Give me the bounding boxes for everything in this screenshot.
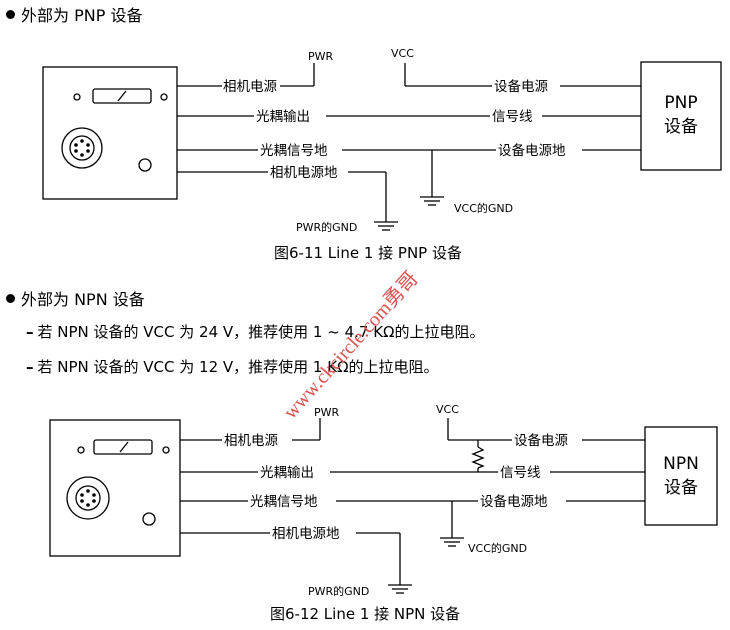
label-device-power-pnp: 设备电源: [494, 78, 548, 95]
bullet-pnp-text: 外部为 PNP 设备: [21, 6, 143, 25]
label-vcc-npn: VCC: [436, 403, 459, 416]
label-device-power-gnd-npn: 设备电源地: [480, 493, 548, 510]
camera-body-pnp: [42, 66, 178, 200]
label-pwr-gnd-npn: PWR的GND: [308, 584, 369, 598]
bullet-dot-icon: [6, 294, 15, 303]
label-optocoupler-gnd-pnp: 光耦信号地: [260, 143, 328, 159]
bullet-dot-icon: [6, 10, 15, 19]
label-pwr-npn: PWR: [314, 406, 340, 419]
label-optocoupler-gnd-npn: 光耦信号地: [250, 494, 318, 510]
note-12v-text: 若 NPN 设备的 VCC 为 12 V，推荐使用 1 KΩ的上拉电阻。: [37, 358, 439, 376]
label-signal-line-pnp: 信号线: [492, 109, 533, 125]
npn-device-box: [644, 426, 718, 526]
pullup-resistor-icon: [471, 446, 485, 469]
pnp-device-box: [640, 61, 722, 171]
bullet-pnp: 外部为 PNP 设备: [6, 2, 142, 26]
label-vcc-gnd-npn: VCC的GND: [468, 541, 527, 555]
note-24v-text: 若 NPN 设备的 VCC 为 24 V，推荐使用 1 ~ 4.7 KΩ的上拉电…: [37, 323, 485, 341]
bullet-npn: 外部为 NPN 设备: [6, 286, 145, 310]
bullet-npn-text: 外部为 NPN 设备: [21, 290, 145, 309]
note-24v: –若 NPN 设备的 VCC 为 24 V，推荐使用 1 ~ 4.7 KΩ的上拉…: [26, 321, 485, 342]
label-vcc-gnd-pnp: VCC的GND: [454, 201, 513, 215]
label-camera-power-gnd-pnp: 相机电源地: [270, 165, 338, 181]
connector-icon-pnp: [61, 127, 103, 169]
label-camera-power-npn: 相机电源: [224, 433, 278, 449]
watermark-text: www.ckcircle.com勇哥: [279, 267, 423, 423]
caption-fig-6-11: 图6-11 Line 1 接 PNP 设备: [274, 244, 462, 262]
label-device-power-npn: 设备电源: [514, 432, 568, 449]
dash-icon: –: [26, 323, 34, 341]
npn-device-subtitle: 设备: [664, 478, 698, 498]
label-vcc-pnp: VCC: [391, 47, 414, 60]
caption-fig-6-12: 图6-12 Line 1 接 NPN 设备: [270, 605, 461, 623]
pnp-device-subtitle: 设备: [664, 117, 698, 137]
connector-icon-npn: [66, 476, 110, 520]
npn-device-title: NPN: [663, 454, 699, 474]
note-12v: –若 NPN 设备的 VCC 为 12 V，推荐使用 1 KΩ的上拉电阻。: [26, 356, 439, 377]
label-optocoupler-out-pnp: 光耦输出: [256, 109, 310, 125]
label-pwr-gnd-pnp: PWR的GND: [296, 220, 357, 234]
label-optocoupler-out-npn: 光耦输出: [260, 465, 314, 481]
label-camera-power-gnd-npn: 相机电源地: [272, 526, 340, 542]
label-signal-line-npn: 信号线: [500, 465, 541, 481]
dash-icon: –: [26, 358, 34, 376]
label-camera-power-pnp: 相机电源: [223, 79, 277, 95]
camera-body-npn: [49, 419, 181, 557]
label-device-power-gnd-pnp: 设备电源地: [498, 142, 566, 159]
label-pwr-pnp: PWR: [308, 50, 334, 63]
pnp-device-title: PNP: [664, 93, 697, 113]
